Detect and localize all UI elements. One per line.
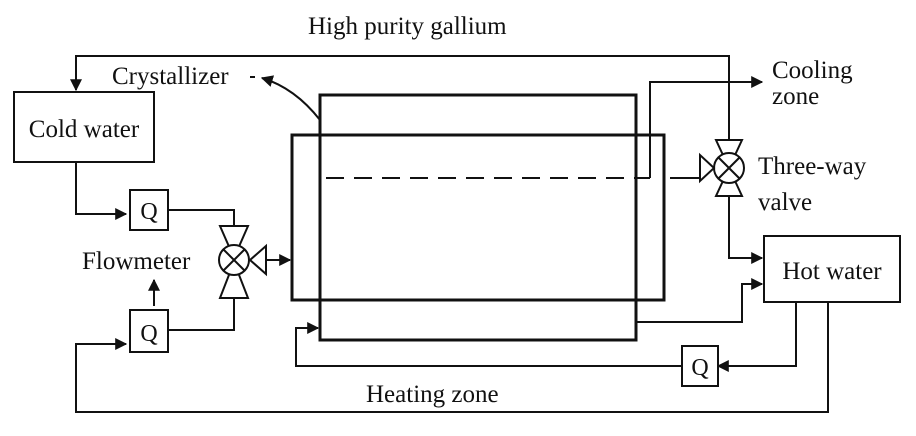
cold-water-box — [13, 91, 155, 163]
flowmeter-q-top: Q — [140, 199, 157, 225]
three-way-label-1: Three-way — [758, 153, 867, 180]
title-label: High purity gallium — [308, 13, 507, 40]
three-way-valve-left — [218, 225, 267, 299]
hot-water-box — [763, 235, 901, 303]
three-way-valve-right — [699, 139, 745, 197]
valve-to-hot-water-line — [728, 196, 764, 264]
crystallizer-jacket — [290, 133, 666, 302]
crystallizer-leader-line — [260, 75, 321, 121]
hot-water-loop-line — [75, 302, 829, 413]
heating-zone-return-line — [295, 322, 682, 367]
cooling-zone-label-1: Cooling — [772, 57, 853, 84]
cold-water-out-line — [75, 162, 128, 220]
flowmeter-box-top — [129, 189, 169, 231]
top-flowmeter-to-valve-line — [168, 209, 235, 226]
flowmeter-q-bottom: Q — [691, 355, 708, 381]
hot-water-label: Hot water — [782, 258, 882, 285]
heating-zone-label: Heating zone — [366, 381, 499, 408]
crystallizer-tank — [318, 93, 638, 342]
flowmeter-q-middle: Q — [140, 321, 157, 347]
middle-flowmeter-to-valve-line — [168, 298, 235, 331]
cooling-zone-label-2: zone — [772, 83, 819, 110]
cooling-zone-line — [649, 76, 764, 178]
three-way-label-2: valve — [758, 189, 812, 216]
crystallizer-label: Crystallizer — [112, 63, 229, 90]
hot-water-out-line — [716, 302, 797, 372]
flowmeter-box-middle — [129, 309, 169, 353]
cold-water-label: Cold water — [29, 116, 140, 143]
jacket-to-hot-water-line — [636, 278, 764, 323]
gallium-return-line — [70, 55, 730, 140]
flowmeter-label: Flowmeter — [82, 248, 191, 275]
